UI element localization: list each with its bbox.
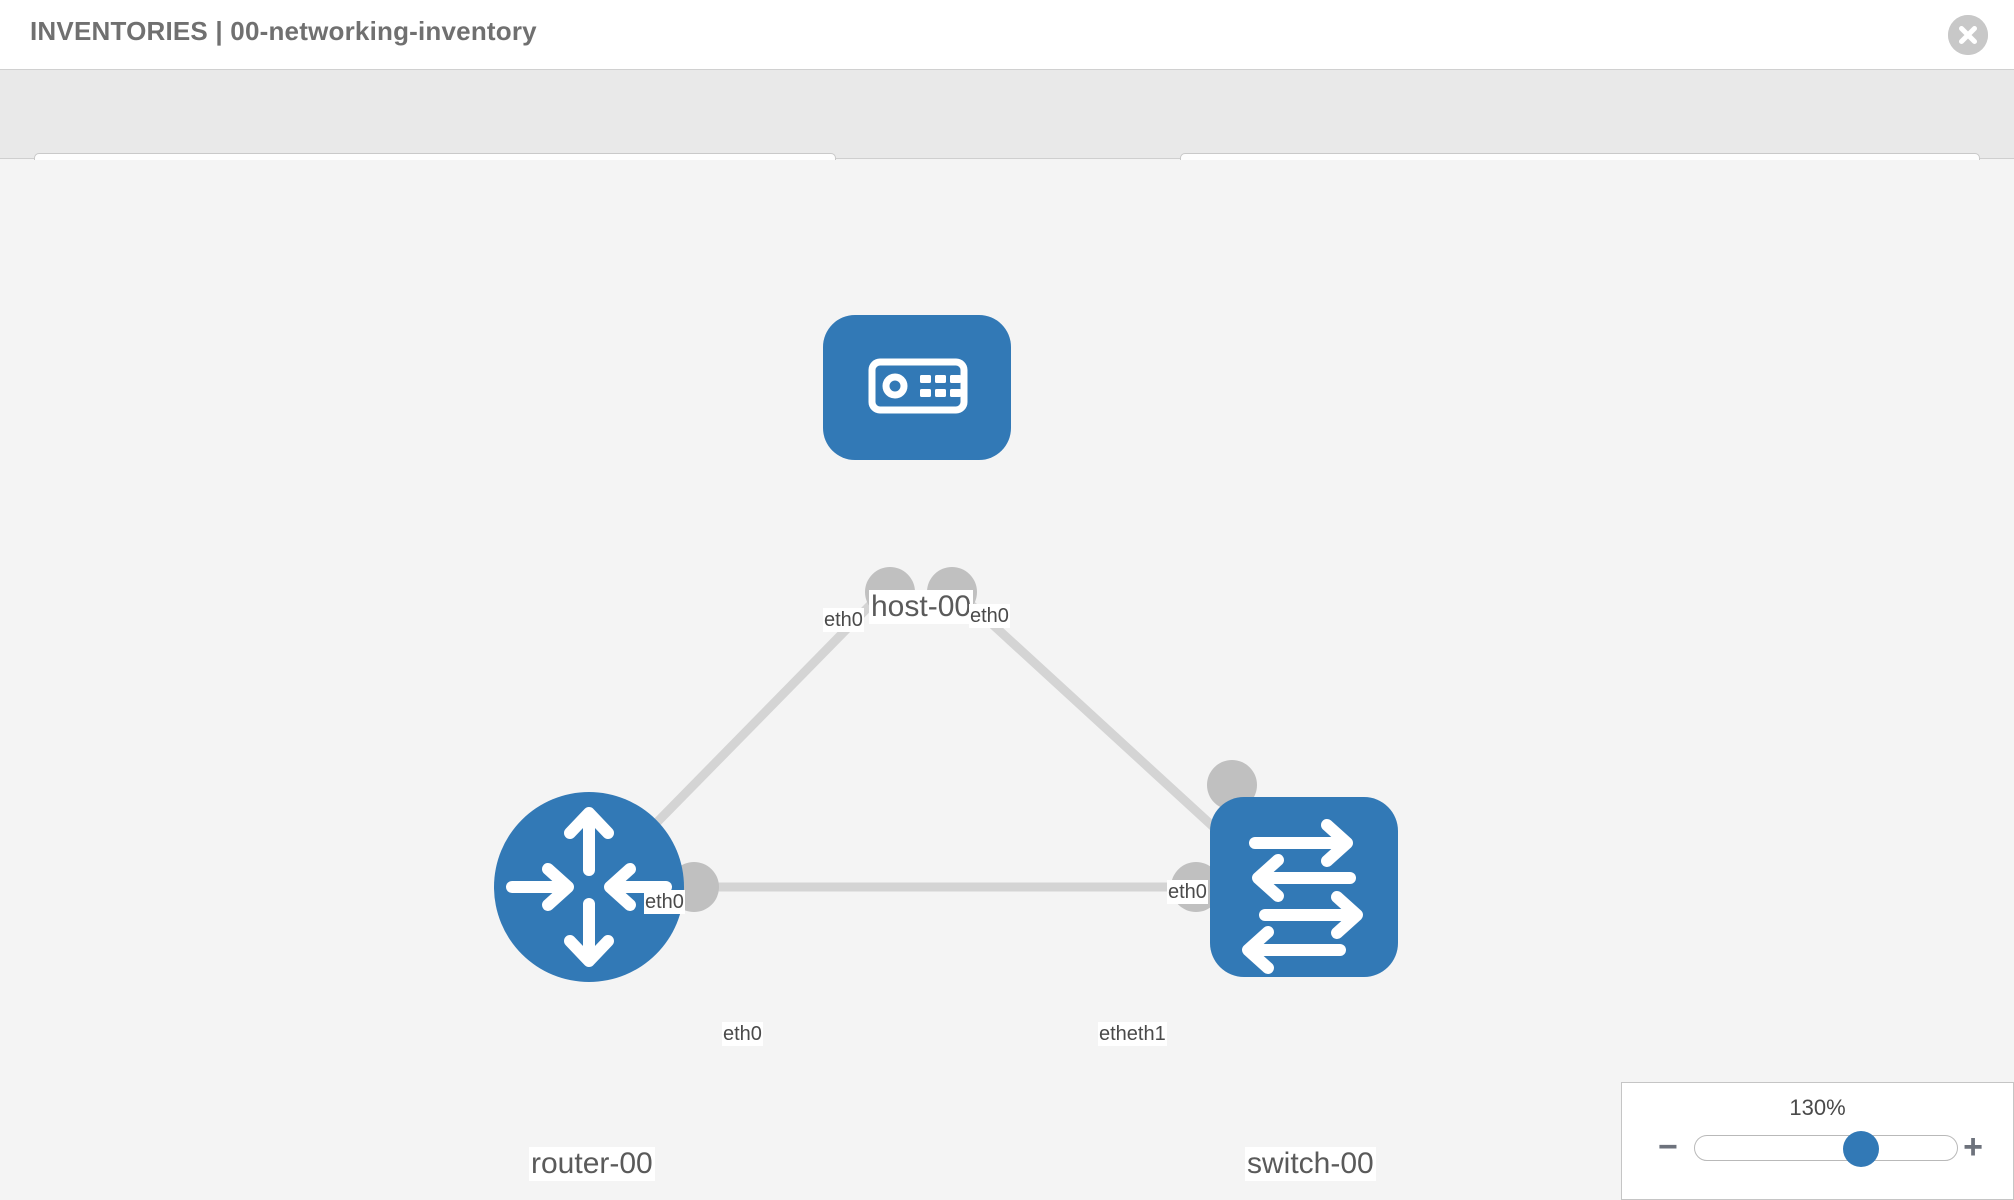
link-host-router[interactable] — [616, 586, 889, 864]
router-arrows-icon — [506, 807, 672, 967]
node-router-00-shape[interactable] — [494, 792, 684, 982]
zoom-slider-track[interactable] — [1694, 1131, 1958, 1167]
iface-label-switch-left: etheth1 — [1098, 1022, 1167, 1046]
page-header: INVENTORIES | 00-networking-inventory — [0, 0, 2014, 70]
node-router-00[interactable] — [494, 792, 684, 982]
iface-label-host-left: eth0 — [823, 608, 864, 632]
server-device-icon — [868, 358, 968, 414]
iface-label-router-right: eth0 — [722, 1022, 763, 1046]
topology-links — [616, 586, 1259, 892]
node-label-router-00: router-00 — [529, 1147, 655, 1181]
node-label-switch-00: switch-00 — [1245, 1147, 1376, 1181]
node-switch-00[interactable] — [1210, 797, 1398, 977]
close-icon-glyph — [1948, 15, 1988, 55]
zoom-control-panel: 130% − + — [1621, 1082, 2014, 1200]
node-host-00-shape[interactable] — [823, 315, 1011, 460]
switch-arrows-icon — [1242, 819, 1363, 974]
iface-label-host-right: eth0 — [969, 604, 1010, 628]
iface-label-router-up: eth0 — [644, 890, 685, 914]
zoom-slider-thumb[interactable] — [1843, 1131, 1879, 1167]
zoom-in-button[interactable]: + — [1963, 1128, 1983, 1166]
iface-label-switch-up: eth0 — [1167, 880, 1208, 904]
page-title: INVENTORIES | 00-networking-inventory — [30, 16, 537, 46]
zoom-out-button[interactable]: − — [1658, 1128, 1678, 1166]
link-host-switch[interactable] — [951, 586, 1259, 869]
close-icon[interactable] — [1948, 15, 1988, 55]
node-host-00[interactable] — [823, 315, 1011, 460]
topology-canvas[interactable]: host-00 router-00 switch-00 eth0 eth0 et… — [0, 160, 2014, 1200]
zoom-level-value: 130% — [1789, 1095, 1846, 1120]
toolbar: ACTIONS — [0, 70, 2014, 211]
topology-graph — [494, 315, 1398, 982]
node-label-host-00: host-00 — [869, 590, 974, 624]
